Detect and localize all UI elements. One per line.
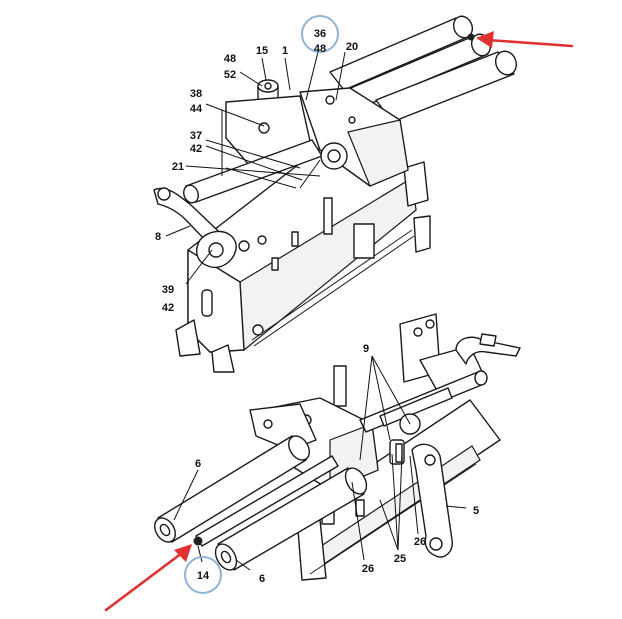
label-1: 1 [282, 45, 288, 57]
label-6-top: 6 [195, 458, 201, 470]
upper-assembly [153, 15, 518, 373]
lower-handle [455, 333, 521, 365]
lower-cylinder-6-upper [154, 435, 310, 543]
label-39: 39 [162, 284, 174, 296]
label-25: 25 [394, 553, 406, 565]
label-52: 52 [224, 69, 236, 81]
label-48-mid: 48 [314, 43, 326, 55]
label-44: 44 [190, 103, 203, 115]
label-38: 38 [190, 88, 202, 100]
red-arrows [104, 31, 574, 612]
lower-rod-14 [193, 455, 339, 547]
arrow-top-right [476, 31, 574, 48]
callouts [184, 15, 339, 594]
label-21: 21 [172, 161, 184, 173]
upper-top-housing [299, 87, 409, 187]
leader-lines [165, 51, 467, 571]
label-5: 5 [473, 505, 479, 517]
lower-frame [289, 365, 501, 581]
label-9: 9 [363, 343, 369, 355]
lower-arm-5 [411, 443, 453, 558]
label-36: 36 [314, 28, 326, 40]
label-20: 20 [346, 41, 358, 53]
callout-circle-36 [301, 15, 339, 53]
lower-nut-14 [193, 536, 203, 546]
label-15: 15 [256, 45, 268, 57]
part-labels: 36 48 52 15 1 48 20 38 44 37 42 21 8 39 … [155, 28, 479, 585]
label-42-top: 42 [190, 143, 202, 155]
upper-frame [175, 129, 431, 373]
label-26-left: 26 [362, 563, 374, 575]
label-42-bottom: 42 [162, 302, 174, 314]
upper-lever-8 [153, 187, 237, 269]
upper-nut-36-position [467, 33, 475, 41]
lower-cylinder-6-lower [214, 467, 368, 571]
arrow-bottom-left [104, 544, 192, 612]
lower-mounts-25-26 [389, 413, 421, 465]
label-14: 14 [197, 570, 210, 582]
lower-assembly [154, 313, 521, 581]
label-37: 37 [190, 130, 202, 142]
label-26-right: 26 [414, 536, 426, 548]
callout-circle-14 [184, 556, 222, 594]
label-48-top: 48 [224, 53, 236, 65]
label-8: 8 [155, 231, 161, 243]
label-6-bottom: 6 [259, 573, 265, 585]
lower-plate-right [399, 313, 487, 397]
